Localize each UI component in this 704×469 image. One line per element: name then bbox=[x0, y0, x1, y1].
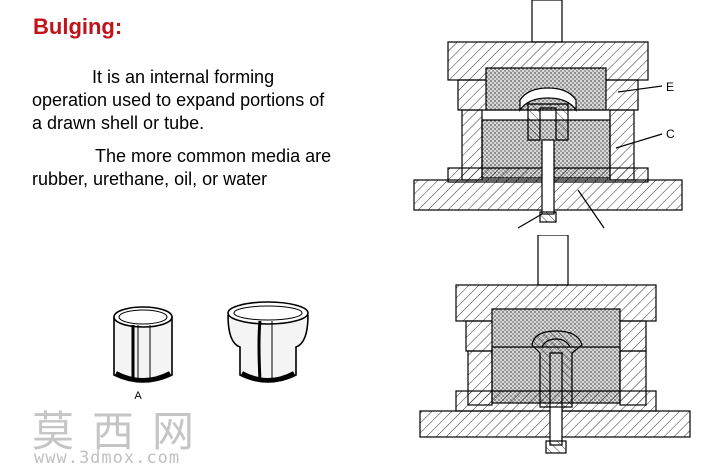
slide-title: Bulging: bbox=[33, 14, 123, 39]
watermark-url: www.3dmox.com bbox=[34, 448, 181, 468]
label-e: E bbox=[666, 80, 674, 94]
tube-illustration: A bbox=[113, 301, 309, 402]
paragraph-definition: It is an internal forming operation used… bbox=[32, 67, 325, 133]
bulging-die-closed-diagram bbox=[419, 235, 691, 454]
watermark-logo: 莫西网 bbox=[32, 407, 213, 456]
straight-tube bbox=[113, 306, 173, 383]
bulged-tube bbox=[227, 301, 309, 383]
tube-label: A bbox=[134, 390, 142, 402]
label-c: C bbox=[666, 127, 675, 141]
bulging-die-open-diagram: E C bbox=[413, 0, 683, 229]
paragraph-media: The more common media are rubber, uretha… bbox=[32, 146, 332, 189]
